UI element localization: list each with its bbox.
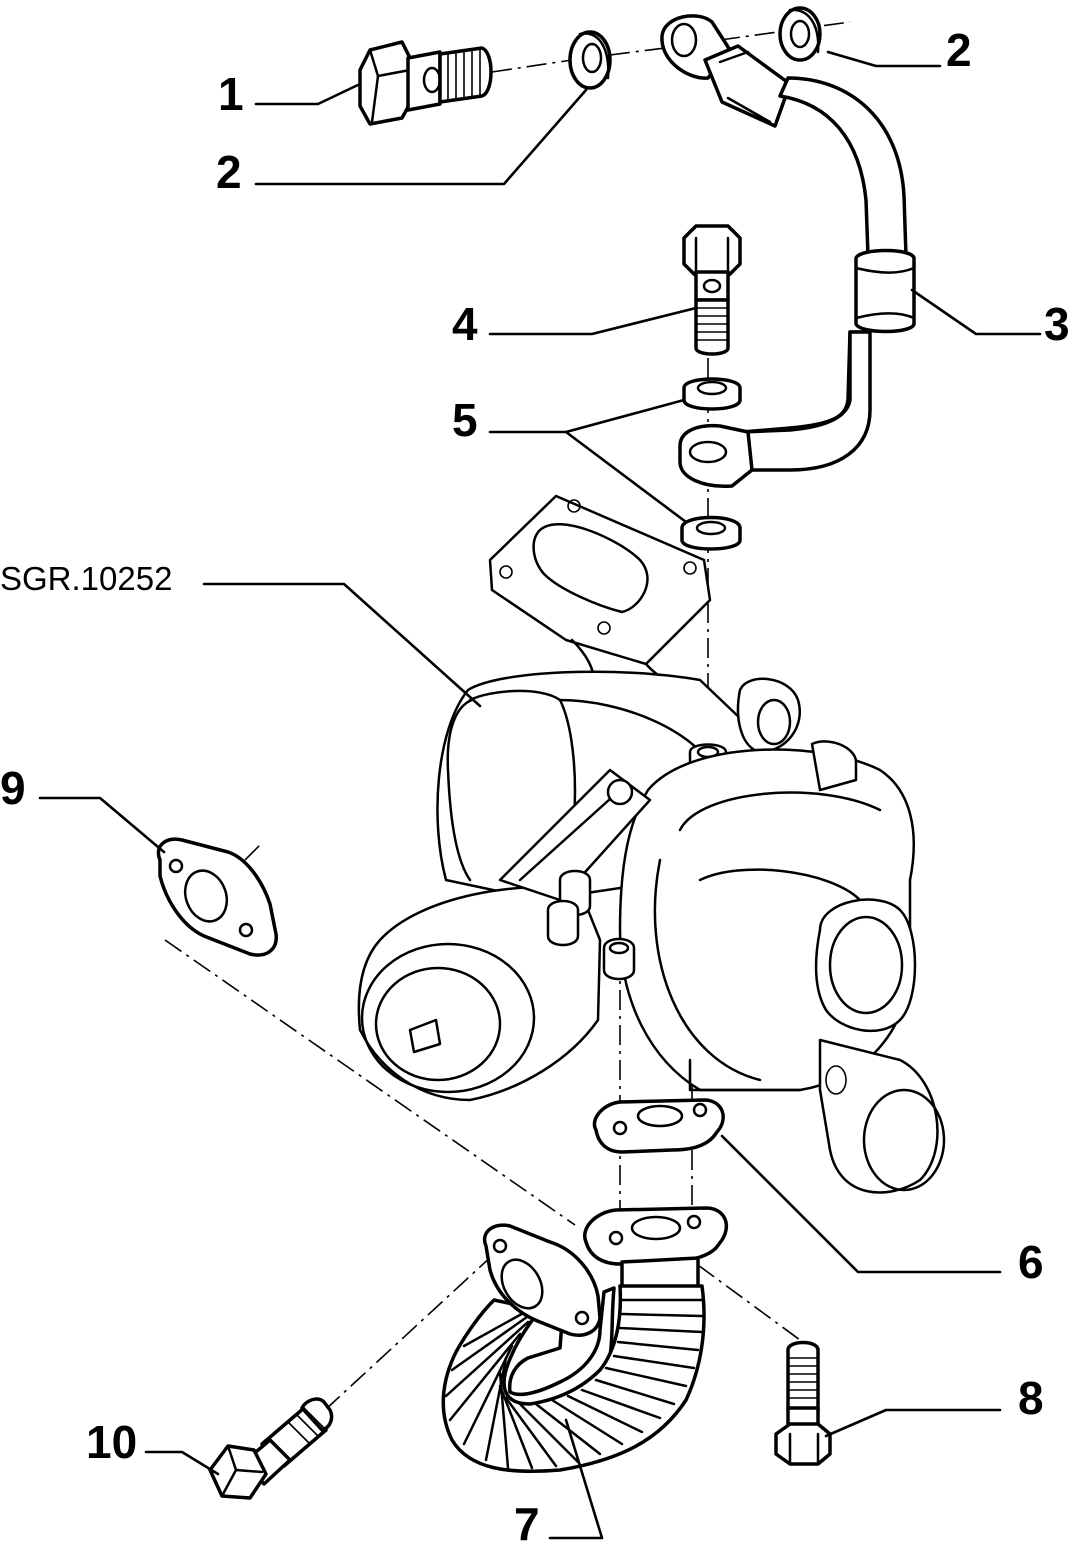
callout-numbers: 1 2 2 3 4 5 6 7 8 9 10 SGR.10252 — [0, 24, 1070, 1541]
drawing-reference: SGR.10252 — [0, 560, 172, 597]
banjo-bolt-middle — [682, 224, 742, 356]
oil-feed-pipe — [660, 14, 916, 488]
sealing-washer-right — [778, 6, 822, 62]
drain-gasket — [592, 1098, 725, 1154]
banjo-bolt-top — [358, 40, 493, 126]
hose-corrugations — [444, 1298, 704, 1470]
long-bolt — [208, 1397, 334, 1500]
callout-7: 7 — [514, 1498, 540, 1541]
callout-3: 3 — [1044, 298, 1070, 350]
callout-5: 5 — [452, 394, 478, 446]
callout-10: 10 — [86, 1416, 137, 1468]
callout-8: 8 — [1018, 1372, 1044, 1424]
callout-6: 6 — [1018, 1236, 1044, 1288]
sealing-washer-left — [568, 30, 612, 90]
callout-2-upper: 2 — [946, 24, 972, 76]
sealing-washers-middle — [680, 377, 742, 551]
callout-4: 4 — [452, 298, 478, 350]
callout-2-lower: 2 — [216, 146, 242, 198]
flange-gasket-left — [156, 837, 278, 957]
callout-1: 1 — [218, 68, 244, 120]
turbocharger — [357, 494, 946, 1194]
flange-bolt — [774, 1340, 832, 1466]
corrugated-drain-pipe — [441, 1206, 728, 1473]
leader-lines — [38, 50, 1042, 1540]
callout-9: 9 — [0, 762, 26, 814]
